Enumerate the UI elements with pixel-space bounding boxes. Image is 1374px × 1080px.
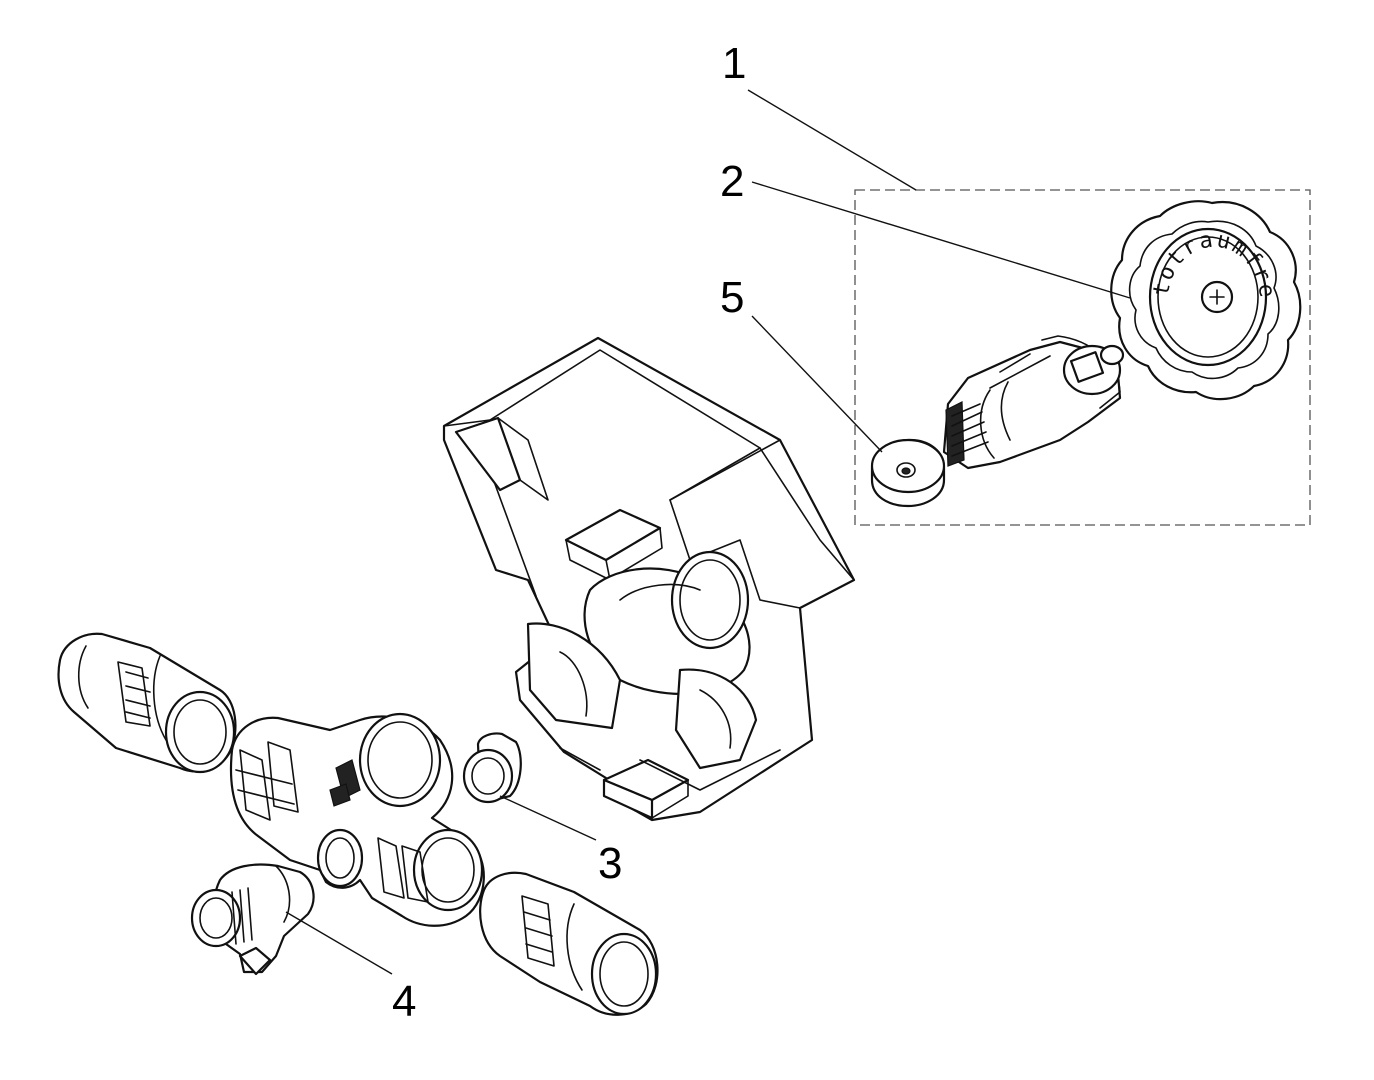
callout-1: 1 <box>722 39 746 88</box>
assembly-group-box <box>854 189 1311 526</box>
callout-3: 3 <box>598 839 622 888</box>
leader-line-1 <box>747 89 917 191</box>
leader-lines <box>285 89 1131 975</box>
left-press-fitting <box>57 632 237 774</box>
leader-line-3 <box>499 795 597 841</box>
insulation-shell <box>442 336 856 822</box>
valve-cartridge <box>942 335 1125 470</box>
threaded-plug <box>462 732 522 804</box>
callout-4: 4 <box>392 977 416 1026</box>
callout-2: 2 <box>720 157 744 206</box>
callout-5: 5 <box>720 273 744 322</box>
leader-line-4 <box>285 911 393 975</box>
right-press-fitting <box>479 871 659 1016</box>
t-fitting-body <box>229 712 485 927</box>
drain-valve <box>190 863 315 976</box>
knob-marking-text: totraumfrei <box>0 0 1279 301</box>
handwheel-knob: totraumfrei <box>0 0 1302 401</box>
leader-line-2 <box>751 181 1131 299</box>
seal-washer <box>870 438 946 508</box>
leader-line-5 <box>751 315 883 453</box>
